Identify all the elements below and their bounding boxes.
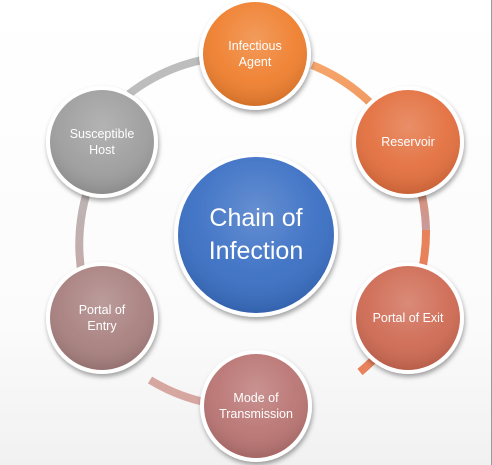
node-circle-reservoir [352, 86, 464, 198]
node-label-portal-of-entry: Portal of Entry [78, 303, 126, 333]
center-title: Chain of Infection [208, 204, 304, 265]
node-circle-susceptible-host [46, 86, 158, 198]
node-label-mode-of-transmission: Mode of Transmission [219, 391, 293, 421]
node-label-reservoir: Reservoir [381, 135, 435, 149]
node-circle-portal-of-entry [46, 262, 158, 374]
node-circle-mode-of-transmission [200, 350, 312, 462]
node-circle-infectious-agent [199, 0, 311, 110]
node-label-infectious-agent: Infectious Agent [228, 39, 282, 69]
node-label-portal-of-exit: Portal of Exit [372, 311, 444, 325]
node-label-susceptible-host: Susceptible Host [69, 127, 135, 157]
node-circle-portal-of-exit [352, 262, 464, 374]
center-circle [174, 153, 338, 317]
